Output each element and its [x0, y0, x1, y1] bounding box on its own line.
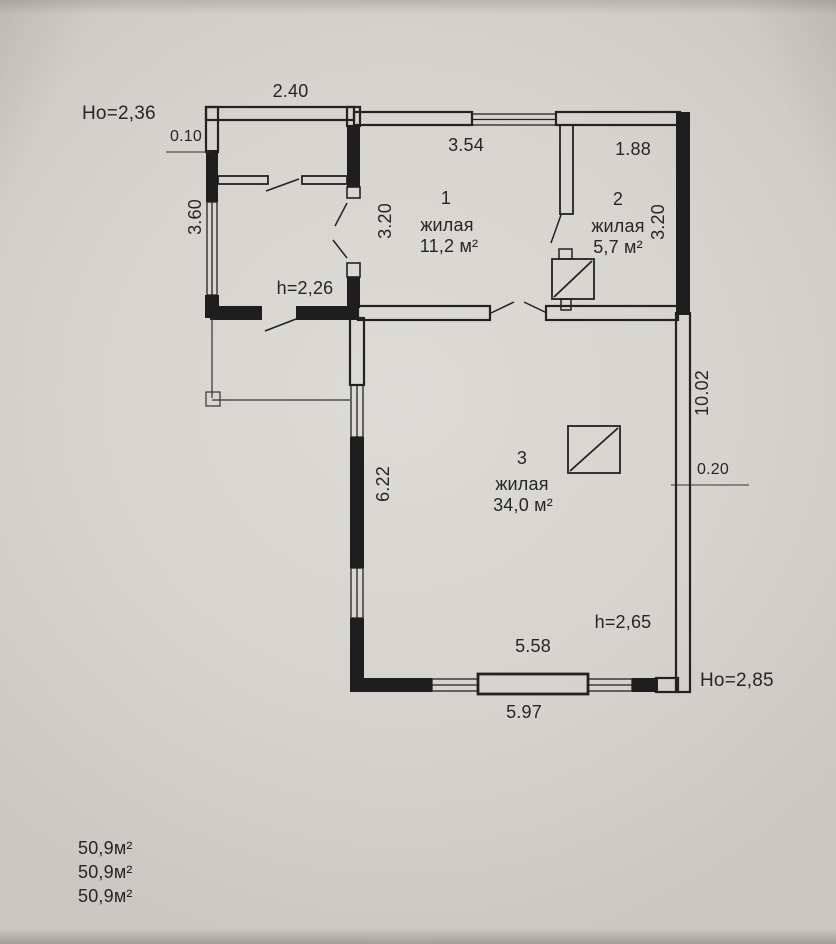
dim-room3-width-outer: 5.97 [506, 702, 542, 722]
height-label-house-outer: Но=2,85 [700, 670, 774, 691]
height-label-porch-outer: Но=2,36 [82, 103, 156, 124]
stove-room2-icon [551, 258, 595, 300]
dim-room3-left-side: 6.22 [373, 466, 393, 502]
window-porch-left [206, 201, 218, 296]
window-room3-bottom-2 [587, 678, 633, 692]
height-label-room3: h=2,65 [594, 612, 652, 632]
wall-rooms12-room3 [356, 304, 680, 322]
porch-walls [204, 105, 362, 278]
door-porch-room1-b [332, 239, 348, 259]
opening-room3-a [490, 301, 515, 314]
room3-area: 34,0 м² [493, 495, 553, 515]
door-porch-room1-a [334, 202, 348, 227]
room1-area: 11,2 м² [419, 236, 479, 256]
room1-number: 1 [440, 188, 452, 208]
dim-room3-wall-thickness: 0.20 [697, 461, 729, 478]
door-porch-partition [265, 178, 300, 192]
dim-room2-width: 1.88 [615, 139, 651, 159]
partition-room1-room2 [558, 124, 574, 311]
dim-porch-left-side: 3.60 [185, 199, 205, 235]
door-porch-to-hall [264, 318, 297, 332]
window-room3-left-1 [350, 384, 364, 438]
room1-type: жилая [420, 215, 474, 235]
door-room1-room2 [550, 214, 562, 244]
filled-walls [205, 112, 690, 692]
dim-room3-width-inner: 5.58 [515, 636, 551, 656]
dim-porch-wall-thickness: 0.10 [170, 128, 202, 145]
windows [206, 113, 633, 692]
door-strokes [264, 178, 562, 332]
room2-number: 2 [612, 189, 624, 209]
room3-number: 3 [516, 448, 528, 468]
stove-room3-icon [567, 425, 621, 474]
total-area-1: 50,9м² [78, 838, 133, 858]
dim-room1-depth: 3.20 [375, 203, 395, 239]
room2-type: жилая [591, 216, 645, 236]
total-area-3: 50,9м² [78, 886, 133, 906]
opening-room3-b [523, 301, 548, 314]
lean-to [205, 318, 350, 407]
window-room3-bottom-1 [431, 678, 479, 692]
window-large-bottom [476, 672, 590, 696]
dim-room1-width: 3.54 [448, 135, 484, 155]
window-room3-left-2 [350, 567, 364, 619]
porch-partition [217, 175, 348, 185]
total-area-2: 50,9м² [78, 862, 133, 882]
room3-type: жилая [495, 474, 549, 494]
dim-porch-width: 2.40 [272, 81, 309, 101]
height-label-hall: h=2,26 [276, 278, 334, 298]
dimension-lines [166, 151, 749, 486]
window-room1-top [471, 113, 557, 126]
dim-room3-right-side: 10.02 [692, 369, 712, 417]
room2-area: 5,7 м² [593, 237, 643, 257]
